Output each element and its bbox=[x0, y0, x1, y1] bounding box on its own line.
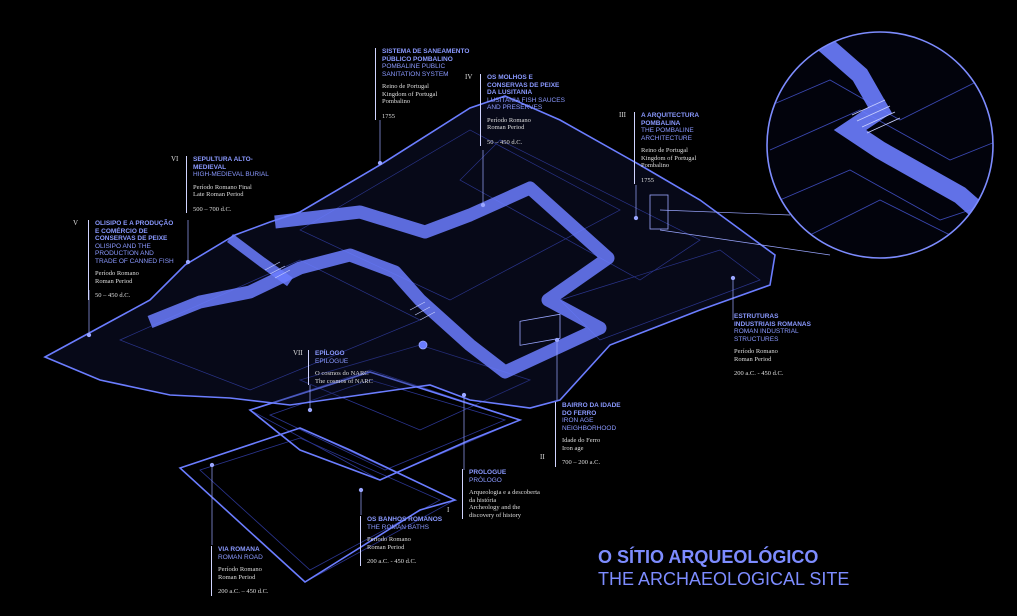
label-english: LUSITANIA FISH SAUCES AND PRESERVES bbox=[487, 96, 565, 112]
label-period: Reino de Portugal Kingdom of Portugal Po… bbox=[382, 83, 438, 105]
lower-outlines bbox=[178, 371, 523, 584]
label-title: OLISIPO E A PRODUÇÃO E COMÉRCIO DE CONSE… bbox=[95, 220, 174, 242]
label-date: 200 a.C. - 450 d.C. bbox=[734, 370, 784, 377]
label-bairro: II BAIRRO DA IDADE DO FERRO IRON AGE NEI… bbox=[540, 402, 632, 467]
label-date: 1755 bbox=[382, 112, 395, 120]
visitor-route bbox=[147, 181, 615, 379]
label-date: 50 – 450 d.C. bbox=[95, 292, 131, 299]
label-olisipo: V OLISIPO E A PRODUÇÃO E COMÉRCIO DE CON… bbox=[73, 219, 177, 300]
label-title: SISTEMA DE SANEAMENTO PÚBLICO POMBALINO bbox=[382, 48, 470, 63]
label-period: Período Romano Roman Period bbox=[95, 270, 139, 285]
label-epilogo: VII EPÍLOGO EPILOGUE O cosmos do NARC Th… bbox=[293, 349, 385, 385]
label-via-romana: VIA ROMANA ROMAN ROAD Período Romano Rom… bbox=[211, 546, 293, 596]
label-title: PROLOGUE bbox=[469, 469, 507, 476]
route-stairs bbox=[264, 261, 436, 321]
label-pombalina: III A ARQUITECTURA POMBALINA THE POMBALI… bbox=[619, 111, 716, 184]
title-english: THE ARCHAEOLOGICAL SITE bbox=[598, 569, 850, 589]
label-period: O cosmos do NARC The cosmos of NARC bbox=[315, 370, 373, 385]
label-period: Período Romano Roman Period bbox=[218, 566, 262, 581]
chapter-number: IV bbox=[465, 73, 473, 81]
chapter-number: I bbox=[447, 506, 450, 514]
label-date: 1755 bbox=[641, 176, 654, 184]
label-english: POMBALINE PUBLIC SANITATION SYSTEM bbox=[382, 63, 449, 78]
label-english: HIGH-MEDIEVAL BURIAL bbox=[193, 171, 269, 178]
label-title: VIA ROMANA bbox=[218, 546, 260, 553]
label-date: 200 a.C. – 450 d.C. bbox=[218, 588, 269, 595]
label-english: THE ROMAN BATHS bbox=[367, 523, 429, 531]
title-portuguese: O SÍTIO ARQUEOLÓGICO bbox=[598, 547, 819, 567]
label-sepultura: VI SEPULTURA ALTO-MEDIEVAL HIGH-MEDIEVAL… bbox=[171, 155, 273, 213]
magnifier-detail bbox=[767, 32, 993, 258]
magnifier-circle bbox=[766, 31, 994, 259]
chapter-number: VI bbox=[171, 155, 179, 163]
label-title: EPÍLOGO bbox=[315, 350, 345, 357]
label-banhos: OS BANHOS ROMANOS THE ROMAN BATHS Períod… bbox=[360, 516, 447, 566]
label-period: Período Romano Roman Period bbox=[734, 348, 778, 363]
chapter-number: VII bbox=[293, 349, 303, 357]
label-title: SEPULTURA ALTO-MEDIEVAL bbox=[193, 156, 253, 171]
label-molhos: IV OS MOLHOS E CONSERVAS DE PEIXE DA LUS… bbox=[465, 73, 567, 146]
label-title: ESTRUTURAS INDUSTRIAIS ROMANAS bbox=[734, 313, 811, 328]
label-date: 700 – 200 a.C. bbox=[562, 459, 601, 466]
label-english: ROMAN INDUSTRIAL STRUCTURES bbox=[734, 328, 799, 343]
label-saneamento: SISTEMA DE SANEAMENTO PÚBLICO POMBALINO … bbox=[375, 48, 477, 120]
label-period: Reino de Portugal Kingdom of Portugal Po… bbox=[641, 147, 697, 169]
label-period: Período Romano Roman Period bbox=[367, 536, 411, 551]
label-prologue: I PROLOGUE PRÓLOGO Arqueologia e a desco… bbox=[447, 469, 541, 519]
label-period: Idade do Ferro Iron age bbox=[562, 437, 601, 452]
leader-lines bbox=[86, 120, 831, 545]
structures bbox=[418, 194, 669, 350]
via-romana-outline bbox=[178, 427, 458, 584]
label-date: 200 a.C. - 450 d.C. bbox=[367, 558, 417, 565]
label-title: OS MOLHOS E CONSERVAS DE PEIXE DA LUSITA… bbox=[487, 74, 560, 96]
label-title: OS BANHOS ROMANOS bbox=[367, 516, 443, 523]
page-title: O SÍTIO ARQUEOLÓGICO THE ARCHAEOLOGICAL … bbox=[598, 546, 849, 590]
banhos-outline bbox=[248, 371, 523, 481]
label-estruturas: ESTRUTURAS INDUSTRIAIS ROMANAS ROMAN IND… bbox=[728, 313, 819, 378]
label-date: 500 – 700 d.C. bbox=[193, 205, 232, 213]
label-period: Arqueologia e a descoberta da história A… bbox=[469, 489, 540, 519]
label-english: EPILOGUE bbox=[315, 357, 349, 365]
label-period: Período Romano Final Late Roman Period bbox=[193, 183, 252, 199]
label-english: PRÓLOGO bbox=[469, 476, 502, 484]
chapter-number: V bbox=[73, 219, 79, 227]
label-english: THE POMBALINE ARCHITECTURE bbox=[641, 127, 694, 142]
label-title: BAIRRO DA IDADE DO FERRO bbox=[562, 402, 621, 417]
label-date: 50 – 450 d.C. bbox=[487, 138, 523, 146]
label-title: A ARQUITECTURA POMBALINA bbox=[641, 112, 699, 127]
label-english: ROMAN ROAD bbox=[218, 553, 263, 561]
chapter-number: II bbox=[540, 453, 545, 461]
label-english: OLISIPO AND THE PRODUCTION AND TRADE OF … bbox=[95, 242, 174, 265]
chapter-number: III bbox=[619, 111, 626, 119]
label-english: IRON AGE NEIGHBORHOOD bbox=[562, 417, 617, 432]
label-period: Período Romano Roman Period bbox=[487, 116, 531, 132]
